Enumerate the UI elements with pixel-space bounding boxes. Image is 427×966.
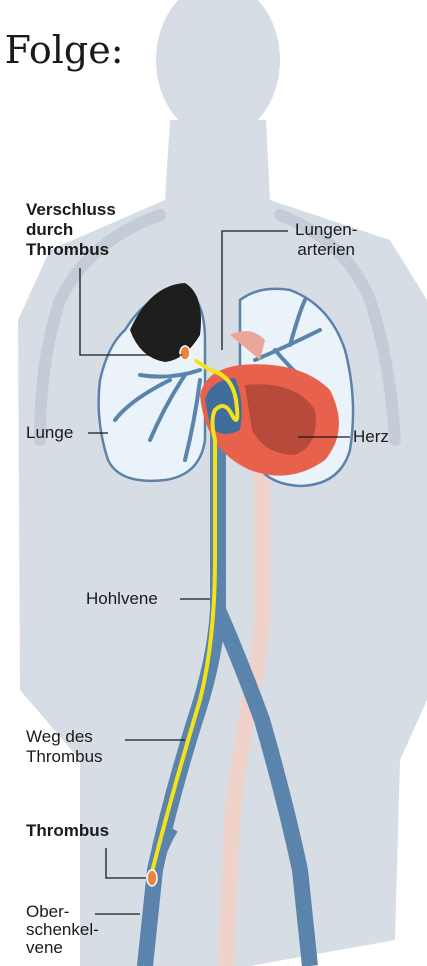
thrombus-occlusion-icon xyxy=(180,346,190,360)
femoral-vein-label: Ober- schenkel- vene xyxy=(26,903,99,957)
lung-label: Lunge xyxy=(26,423,73,443)
heart-label: Herz xyxy=(353,427,389,447)
vena-cava-label: Hohlvene xyxy=(86,589,158,609)
page-title: e Folge: xyxy=(0,28,160,72)
pulmonary-arteries-label: Lungen- arterien xyxy=(295,220,357,260)
thrombus-label: Thrombus xyxy=(26,821,109,841)
thrombus-icon xyxy=(147,870,157,886)
occlusion-label: Verschluss durch Thrombus xyxy=(26,200,116,260)
path-label: Weg des Thrombus xyxy=(26,727,103,767)
